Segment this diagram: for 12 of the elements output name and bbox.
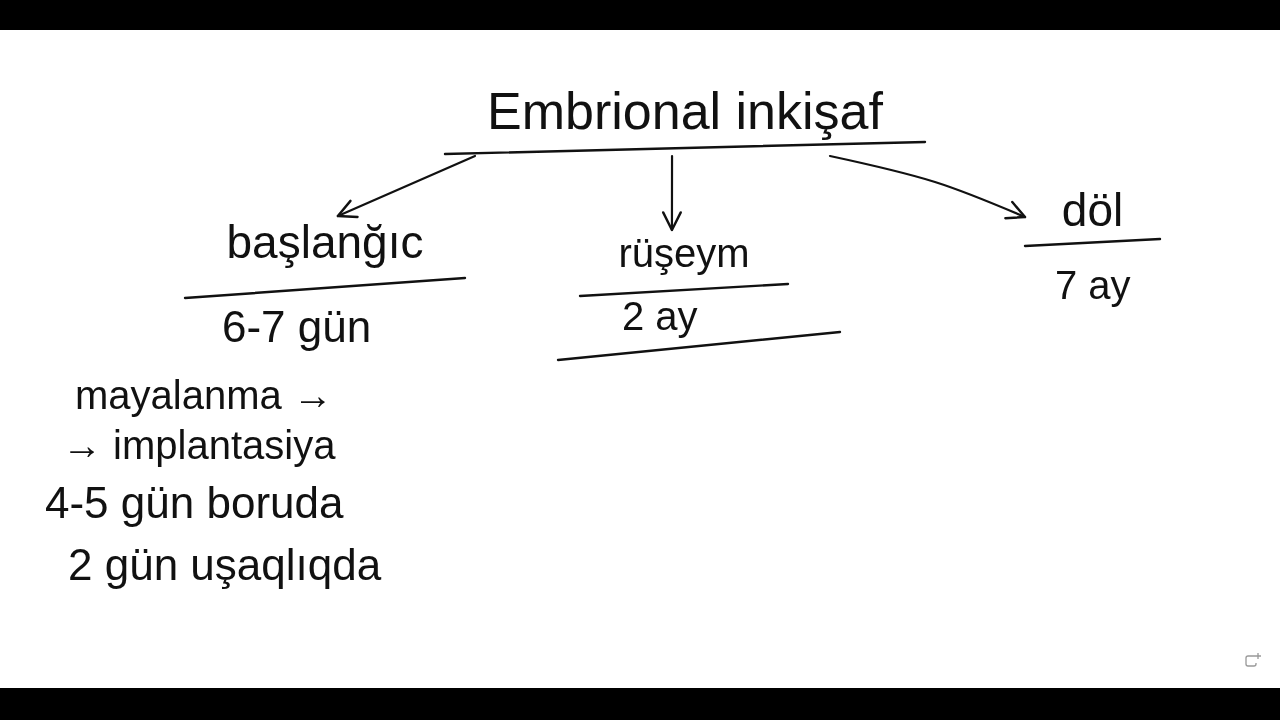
- arrow: [661, 154, 682, 232]
- note-text: mayalanma →: [75, 372, 333, 418]
- topic-text: döl: [1025, 184, 1160, 248]
- topic-text: Embrional inkişaf: [445, 82, 925, 156]
- duration-label: 6-7 gün: [222, 302, 372, 353]
- arrow: [828, 154, 1027, 220]
- duration-label: 7 ay: [1055, 262, 1131, 308]
- arrow: [336, 154, 477, 219]
- topic-text: başlanğıc: [185, 216, 465, 300]
- note-text: 4-5 gün boruda: [45, 478, 344, 529]
- note-text: 2 gün uşaqlıqda: [68, 540, 382, 591]
- note-text: → implantasiya: [62, 422, 336, 468]
